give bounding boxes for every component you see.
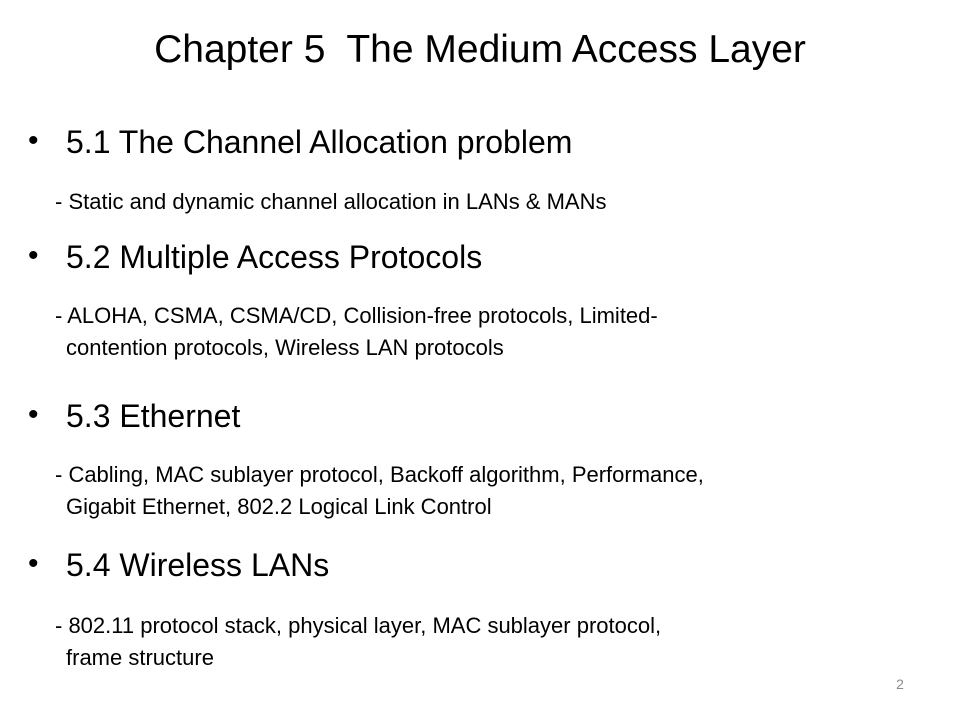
- detail-line: - 802.11 protocol stack, physical layer,…: [55, 613, 662, 638]
- detail-line: - ALOHA, CSMA, CSMA/CD, Collision-free p…: [55, 303, 658, 328]
- section-heading-5-3: 5.3 Ethernet: [66, 398, 241, 434]
- bullet-icon: •: [28, 124, 39, 157]
- bullet-icon: •: [28, 239, 39, 272]
- section-heading-5-4: 5.4 Wireless LANs: [66, 547, 330, 583]
- section-heading-5-1: 5.1 The Channel Allocation problem: [66, 124, 573, 160]
- detail-line: contention protocols, Wireless LAN proto…: [66, 335, 504, 360]
- bullet-icon: •: [28, 547, 39, 580]
- detail-line: frame structure: [66, 645, 214, 670]
- slide-title: Chapter 5 The Medium Access Layer: [154, 28, 806, 71]
- detail-line: - Cabling, MAC sublayer protocol, Backof…: [55, 462, 704, 487]
- section-heading-5-2: 5.2 Multiple Access Protocols: [66, 239, 483, 275]
- section-detail-5-4: - 802.11 protocol stack, physical layer,…: [55, 610, 935, 674]
- section-detail-5-3: - Cabling, MAC sublayer protocol, Backof…: [55, 459, 935, 523]
- section-detail-5-2: - ALOHA, CSMA, CSMA/CD, Collision-free p…: [55, 300, 935, 364]
- bullet-icon: •: [28, 398, 39, 431]
- detail-line: - Static and dynamic channel allocation …: [55, 189, 607, 214]
- page-number: 2: [896, 676, 904, 692]
- detail-line: Gigabit Ethernet, 802.2 Logical Link Con…: [66, 494, 492, 519]
- section-detail-5-1: - Static and dynamic channel allocation …: [55, 186, 935, 218]
